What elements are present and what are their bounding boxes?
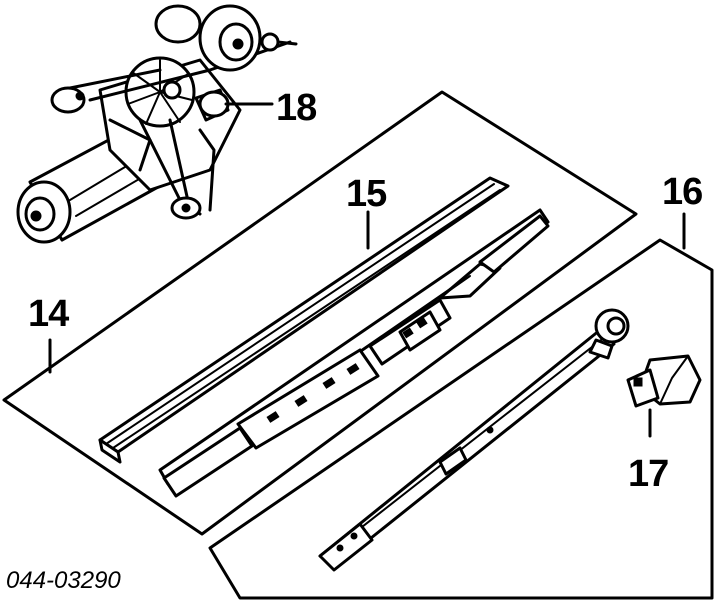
callout-17: 17 [628,453,668,495]
callout-18: 18 [276,87,316,129]
wiper-arm [318,308,630,572]
callout-15: 15 [346,173,387,215]
callout-14: 14 [28,293,69,335]
arm-pivot-cap [626,354,702,408]
wiper-motor [16,4,298,244]
callout-16: 16 [662,171,702,213]
diagram-code: 044-03290 [6,567,121,594]
wiper-refill-strip [98,176,510,464]
wiper-blade-frame [158,208,550,498]
panel-16-outline [208,238,714,600]
panel-14-outline [2,90,638,536]
